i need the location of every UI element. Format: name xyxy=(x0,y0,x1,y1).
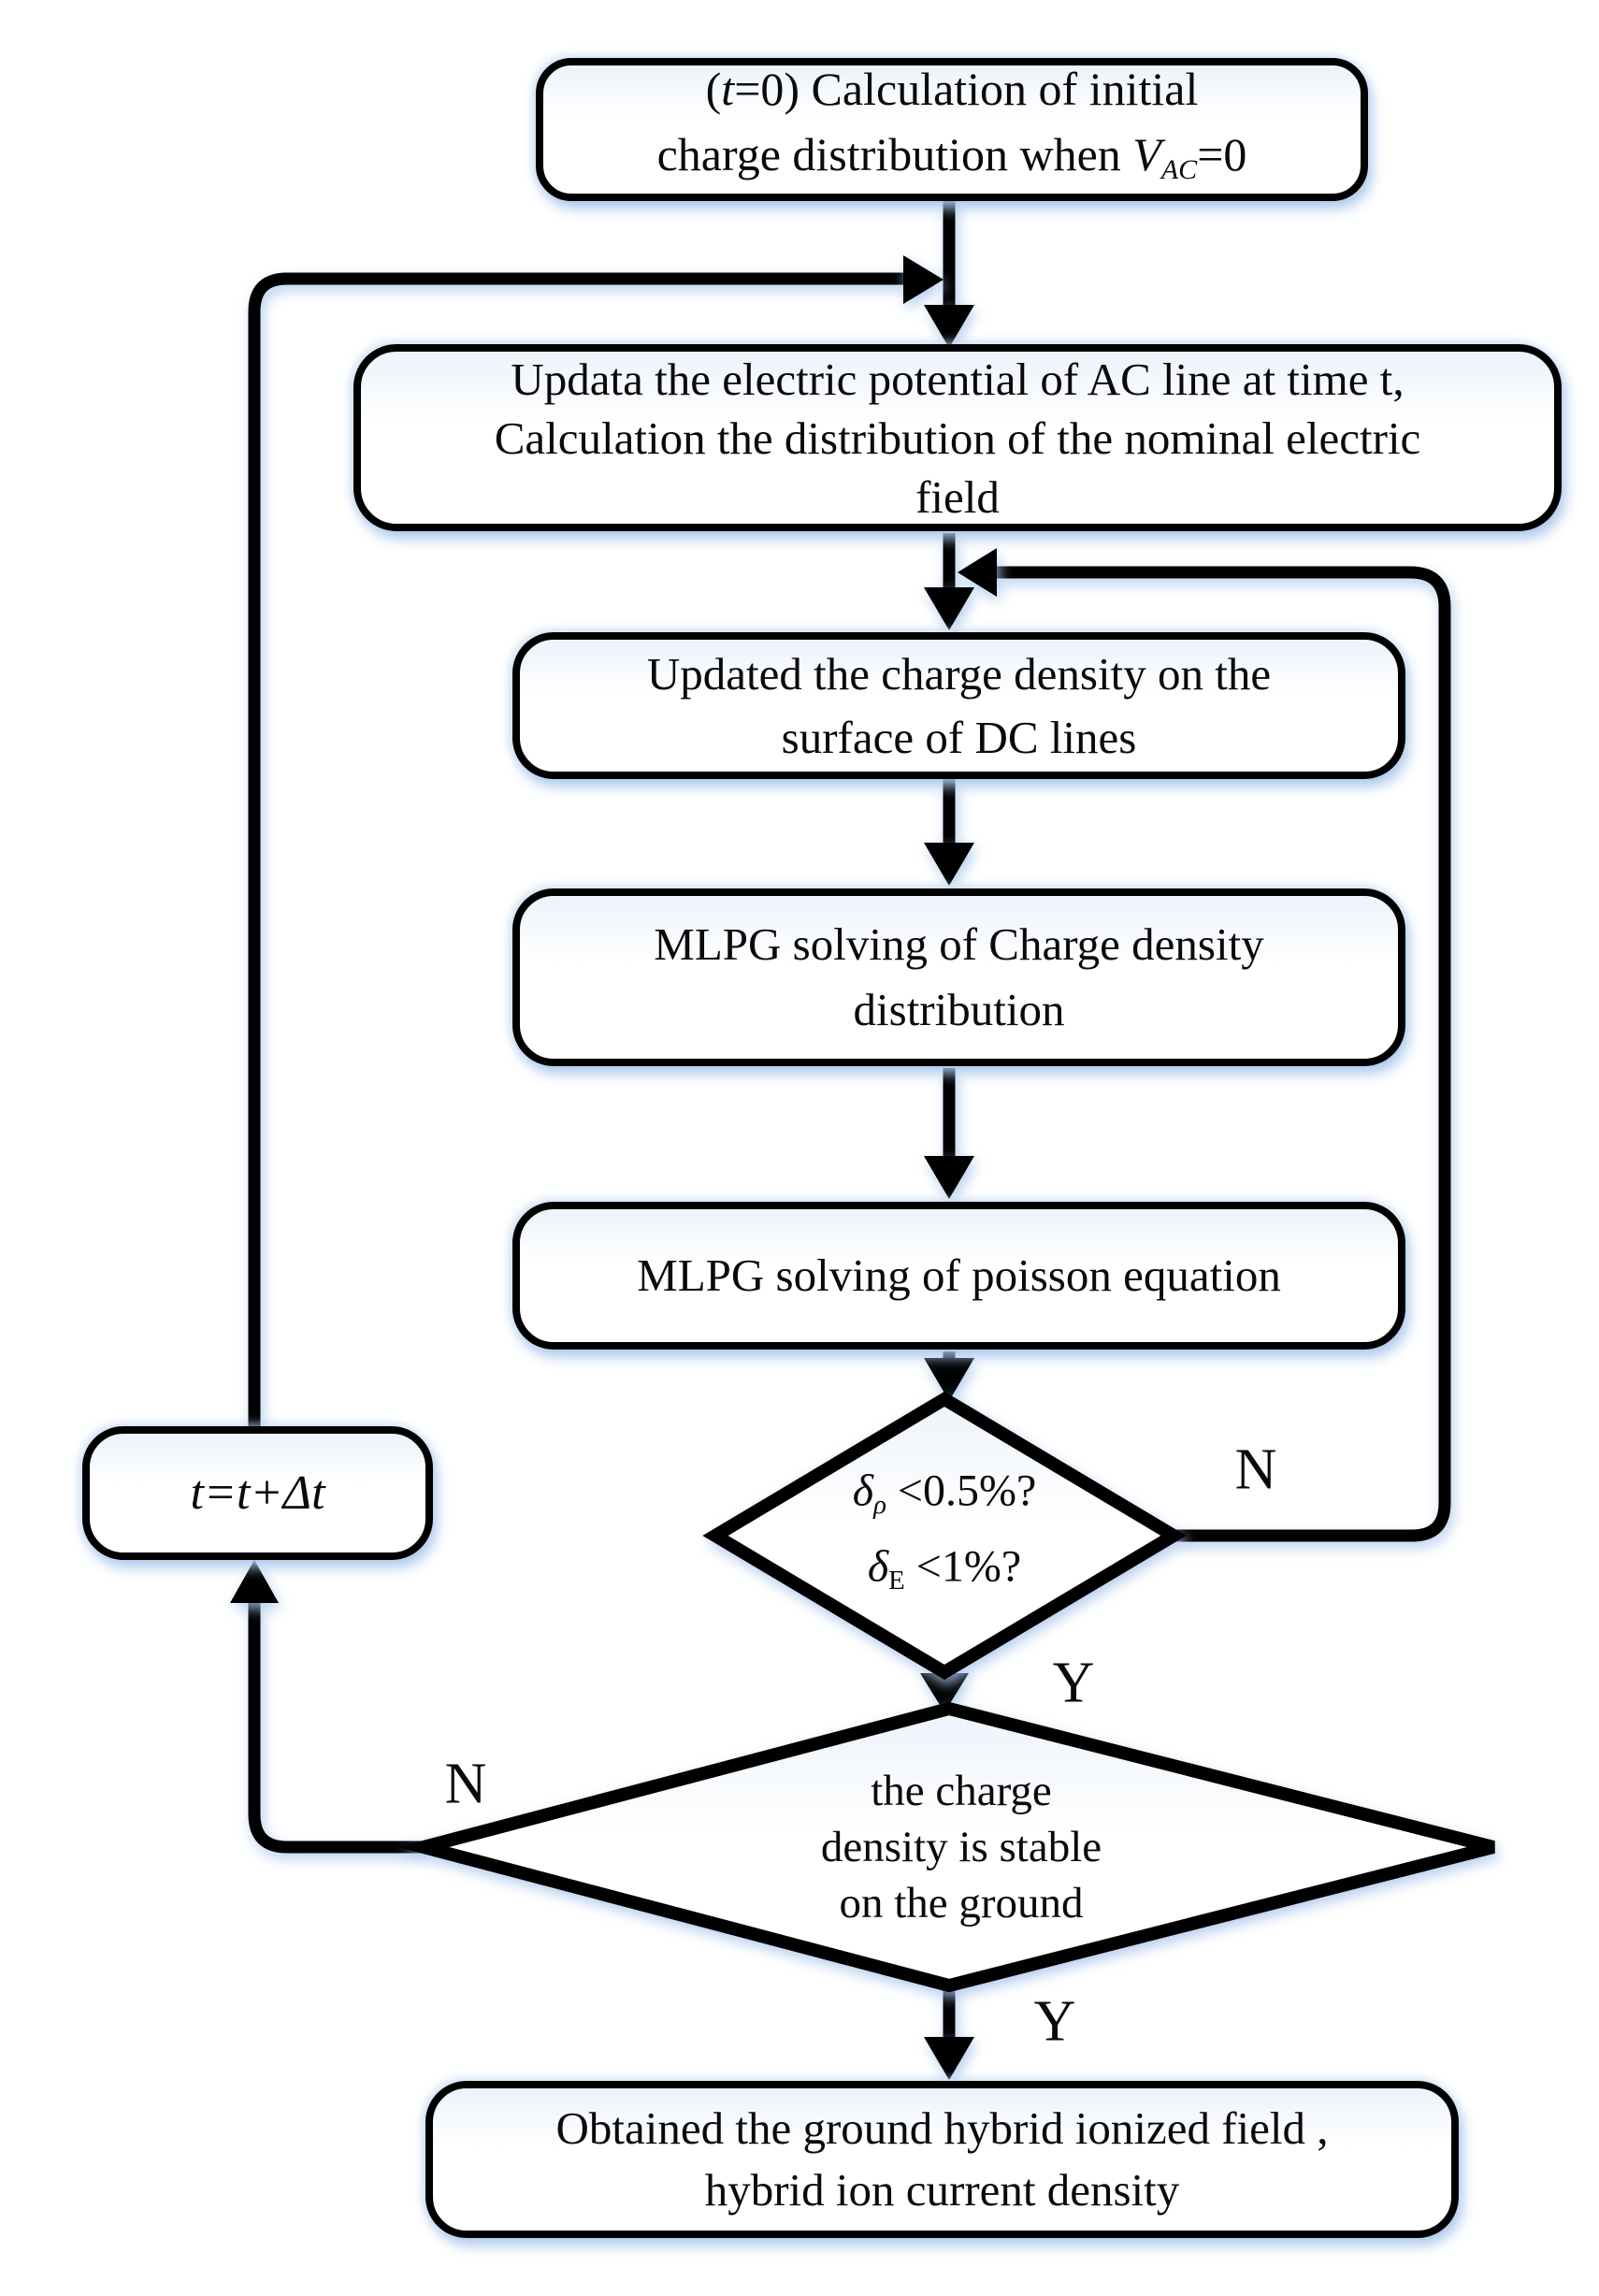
decision-stable-line1: the charge xyxy=(871,1767,1052,1815)
decision-stable-diamond xyxy=(397,1701,1495,1993)
decision-stable-line3: on the ground xyxy=(839,1879,1084,1928)
node-end-result-line2: hybrid ion current density xyxy=(704,2164,1180,2216)
node-update-potential-line1: Updata the electric potential of AC line… xyxy=(511,353,1405,405)
loop-converge-no-return xyxy=(997,566,1451,1542)
arrowhead-update-charge xyxy=(924,587,974,630)
decision-converge-line1: δρ <0.5%? xyxy=(852,1466,1037,1520)
node-initial-charge-line1: (t=0) Calculation of initial xyxy=(705,63,1199,115)
node-update-potential: Updata the electric potential of AC line… xyxy=(353,344,1562,531)
decision-converge-text: δρ <0.5%? δE <1%? xyxy=(853,1460,1037,1610)
node-charge-surface: Updated the charge density on the surfac… xyxy=(512,632,1405,779)
node-initial-charge: (t=0) Calculation of initial charge dist… xyxy=(536,58,1368,201)
loop-timestep-return xyxy=(248,272,903,1428)
node-mlpg-poisson-line1: MLPG solving of poisson equation xyxy=(637,1249,1281,1301)
label-converge-yes: Y xyxy=(1052,1651,1095,1715)
node-initial-charge-line2: charge distribution when VAC=0 xyxy=(656,128,1247,185)
decision-stable-text: the charge density is stable on the grou… xyxy=(821,1763,1102,1931)
arrowhead-start-update xyxy=(924,305,974,348)
node-update-potential-line2: Calculation the distribution of the nomi… xyxy=(494,412,1421,464)
node-end-result-line1: Obtained the ground hybrid ionized field… xyxy=(555,2102,1329,2154)
arrowhead-converge-no-junction xyxy=(958,548,997,597)
label-stable-no: N xyxy=(444,1752,487,1816)
node-end-result: Obtained the ground hybrid ionized field… xyxy=(425,2081,1459,2238)
arrowhead-charge-mlpgcharge xyxy=(924,843,974,886)
node-charge-surface-line2: surface of DC lines xyxy=(781,711,1137,763)
decision-stable-line2: density is stable xyxy=(820,1823,1102,1871)
label-converge-no: N xyxy=(1234,1437,1277,1502)
node-mlpg-charge: MLPG solving of Charge density distribut… xyxy=(512,888,1405,1066)
arrowhead-mlpgcharge-mlpgpoisson xyxy=(924,1156,974,1199)
decision-converge-line2: δE <1%? xyxy=(867,1541,1022,1596)
node-time-step-text: t=t+Δt xyxy=(190,1466,325,1520)
node-update-potential-line3: field xyxy=(915,470,1000,523)
loop-stable-no-to-timestep xyxy=(248,1601,424,1854)
decision-converge-diamond xyxy=(702,1391,1187,1681)
node-mlpg-charge-line2: distribution xyxy=(853,984,1065,1035)
arrowhead-converge-stable xyxy=(920,1673,969,1712)
label-stable-yes: Y xyxy=(1033,1989,1076,2054)
node-mlpg-poisson: MLPG solving of poisson equation xyxy=(512,1202,1405,1350)
arrowhead-stable-end xyxy=(924,2037,974,2080)
arrowhead-timestep-junction xyxy=(903,255,944,304)
arrowhead-mlpgpoisson-converge xyxy=(924,1358,974,1401)
arrowhead-stableno-timestep xyxy=(230,1560,279,1603)
node-charge-surface-line1: Updated the charge density on the xyxy=(646,647,1272,700)
node-time-step: t=t+Δt xyxy=(82,1426,433,1560)
node-mlpg-charge-line1: MLPG solving of Charge density xyxy=(654,918,1264,970)
